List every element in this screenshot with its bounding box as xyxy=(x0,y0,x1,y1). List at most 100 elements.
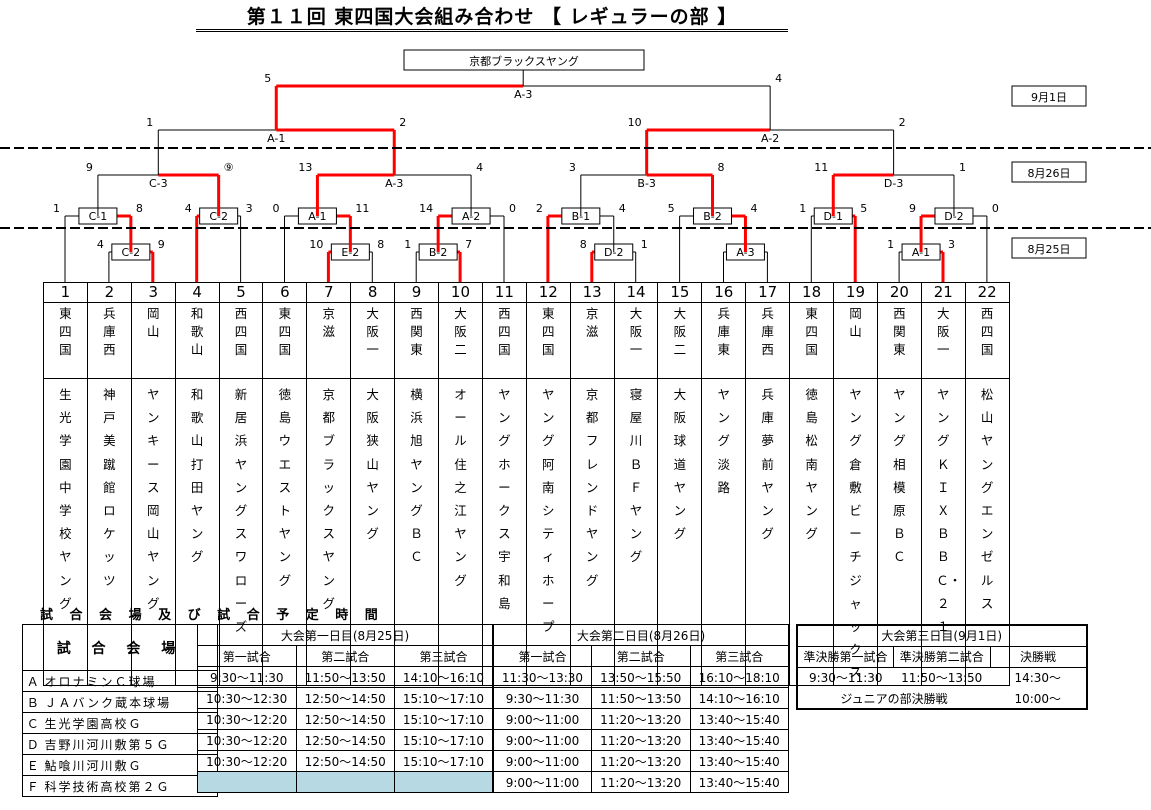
time-slot: 9:00〜11:00 xyxy=(492,729,592,751)
match-label: A-1 xyxy=(267,132,285,145)
time-slot: 13:40〜15:40 xyxy=(689,729,789,751)
venue-name: ＪＡバンク蔵本球場 xyxy=(42,691,218,713)
time-slot: 10:30〜12:30 xyxy=(197,687,297,709)
match-label: A-3 xyxy=(736,246,754,259)
team-number: 9 xyxy=(394,282,440,303)
day1-game-header: 第三試合 xyxy=(394,645,494,667)
day3-schedule: 大会第三日目(9月1日) 準決勝第一試合準決勝第二試合決勝戦 9:30〜11:3… xyxy=(796,624,1088,710)
score: 5 xyxy=(860,202,867,215)
time-slot: 15:10〜17:10 xyxy=(394,708,494,730)
time-slot: 13:40〜15:40 xyxy=(689,771,789,793)
day1-title: 大会第一日目(8月25日) xyxy=(197,624,494,646)
score: 8 xyxy=(377,238,384,251)
day3-game-header: 決勝戦 xyxy=(989,645,1087,668)
champion-box xyxy=(403,49,645,71)
team-number: 21 xyxy=(920,282,966,303)
time-slot: 10:30〜12:20 xyxy=(197,750,297,772)
junior-final-time: 10:00〜 xyxy=(1014,691,1062,706)
team-prefecture: 西四国 xyxy=(964,302,1010,379)
time-slot xyxy=(295,771,395,793)
team-number: 13 xyxy=(569,282,615,303)
score: 2 xyxy=(399,116,406,129)
time-slot: 14:30〜 xyxy=(1014,671,1062,686)
team-prefecture: 東四国 xyxy=(789,302,835,379)
team-prefecture: 東四国 xyxy=(262,302,308,379)
day3-title: 大会第三日目(9月1日) xyxy=(796,624,1087,647)
team-prefecture: 兵庫西 xyxy=(86,302,132,379)
team-prefecture: 岡 山 xyxy=(833,302,878,379)
time-slot: 15:10〜17:10 xyxy=(394,729,494,751)
venue-header: 試 合 会 場 xyxy=(22,624,218,671)
day3-game-header: 準決勝第一試合 xyxy=(796,645,894,668)
time-slot: 9:30〜11:30 xyxy=(808,671,883,686)
team-number: 4 xyxy=(174,282,220,303)
team-prefecture: 兵庫東 xyxy=(701,302,747,379)
time-slot: 9:00〜11:00 xyxy=(492,771,592,793)
time-slot: 11:20〜13:20 xyxy=(591,708,691,730)
time-slot: 9:30〜11:30 xyxy=(492,687,592,709)
score: 5 xyxy=(264,72,271,85)
time-slot: 9:00〜11:00 xyxy=(492,750,592,772)
team-number: 18 xyxy=(789,282,835,303)
team-prefecture: 岡 山 xyxy=(130,302,176,379)
match-label: A-1 xyxy=(912,246,930,259)
team-prefecture: 大阪一 xyxy=(920,302,966,379)
score: 5 xyxy=(668,202,675,215)
team-number: 2 xyxy=(86,282,132,303)
score: 1 xyxy=(641,238,648,251)
score: 0 xyxy=(992,202,999,215)
date-box xyxy=(1011,161,1087,183)
match-label: C-3 xyxy=(149,177,168,190)
team-number: 14 xyxy=(613,282,659,303)
match-label: A-2 xyxy=(462,210,480,223)
team-number: 11 xyxy=(481,282,527,303)
score: 11 xyxy=(355,202,369,215)
date-box xyxy=(1011,237,1087,259)
score: 9 xyxy=(158,238,165,251)
score: 9 xyxy=(909,202,916,215)
team-prefecture: 大阪一 xyxy=(350,302,396,379)
time-slot: 10:30〜12:20 xyxy=(197,708,297,730)
score: 3 xyxy=(246,202,253,215)
time-slot: 11:30〜13:30 xyxy=(492,666,592,688)
team-prefecture: 大阪一 xyxy=(613,302,659,379)
score: 1 xyxy=(146,116,153,129)
time-slot: 14:10〜16:10 xyxy=(394,666,494,688)
team-prefecture: 京 滋 xyxy=(569,302,615,379)
match-label: E-2 xyxy=(341,246,359,259)
score: 4 xyxy=(97,238,104,251)
day2-game-header: 第一試合 xyxy=(492,645,592,667)
score: 13 xyxy=(298,161,312,174)
score: 1 xyxy=(53,202,60,215)
time-slot: 10:30〜12:20 xyxy=(197,729,297,751)
team-number: 16 xyxy=(701,282,747,303)
score: 4 xyxy=(619,202,626,215)
match-label: D-3 xyxy=(884,177,903,190)
time-slot: 9:00〜11:00 xyxy=(492,708,592,730)
score: 0 xyxy=(273,202,280,215)
match-label: A-3 xyxy=(385,177,403,190)
team-number: 7 xyxy=(306,282,352,303)
match-label: B-1 xyxy=(572,210,591,223)
score: 3 xyxy=(948,238,955,251)
match-label: D-2 xyxy=(944,210,963,223)
time-slot: 16:10〜18:10 xyxy=(689,666,789,688)
venue-letter: Ａ xyxy=(22,670,43,692)
team-number: 12 xyxy=(525,282,571,303)
score: 4 xyxy=(775,72,782,85)
time-slot: 15:10〜17:10 xyxy=(394,750,494,772)
score: 1 xyxy=(799,202,806,215)
champion-name: 京都ブラックスヤング xyxy=(469,54,579,68)
time-slot: 12:50〜14:50 xyxy=(295,750,395,772)
match-label: A-3 xyxy=(514,88,532,101)
time-slot: 9:30〜11:30 xyxy=(197,666,297,688)
time-slot: 12:50〜14:50 xyxy=(295,729,395,751)
